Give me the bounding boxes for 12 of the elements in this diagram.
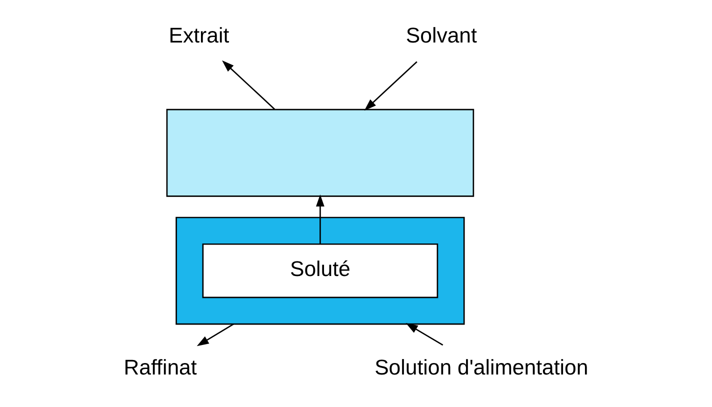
node-text: Raffinat [123,355,196,380]
node-text: Solvant [405,24,476,48]
node-box: Soluté [202,243,438,298]
arrow [405,323,443,346]
arrow [222,60,275,110]
arrow [196,324,234,346]
node-box [166,108,474,197]
arrow [315,194,324,244]
arrow [364,61,417,111]
node-text: Extrait [168,24,229,48]
cluster [175,216,464,325]
node-text: Solution d'alimentation [374,355,588,380]
